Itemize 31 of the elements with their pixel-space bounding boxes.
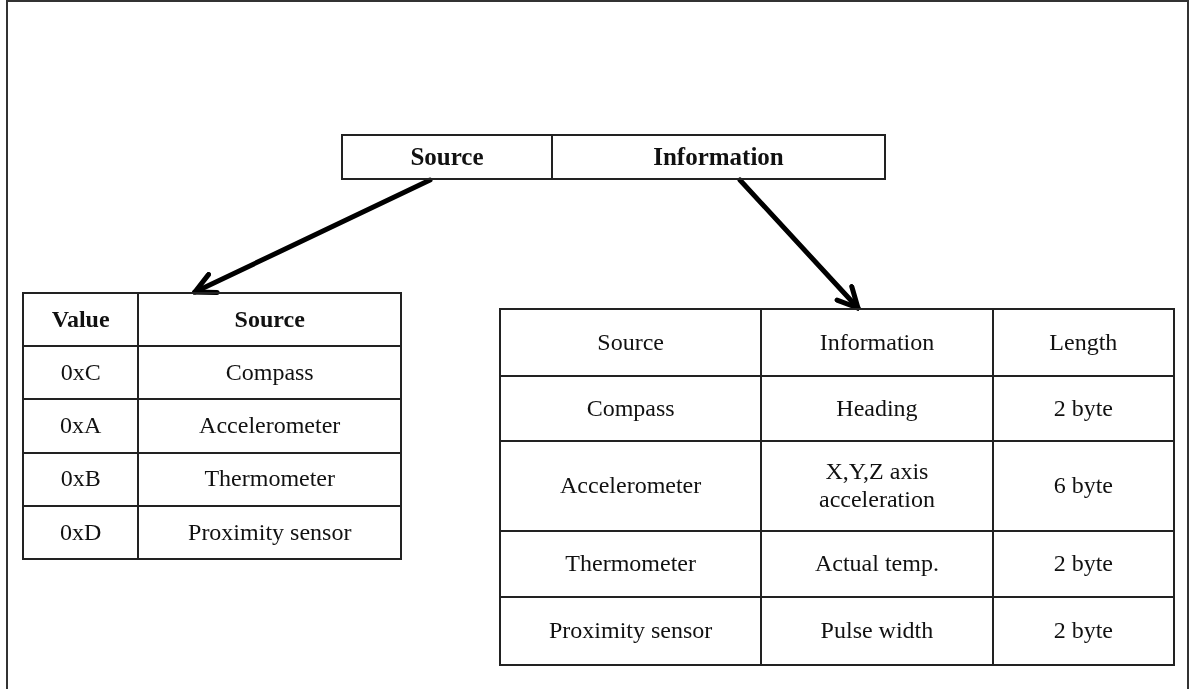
header-cell: Value (23, 293, 139, 347)
table-cell: X,Y,Z axis acceleration (761, 441, 993, 531)
table-cell: Pulse width (761, 597, 993, 665)
table-cell: Compass (138, 346, 401, 400)
table-cell: 6 byte (992, 441, 1174, 531)
data-table (499, 308, 1175, 664)
header-cell: Source (138, 293, 401, 347)
table-cell: Thermometer (138, 452, 401, 506)
table-cell: Source (500, 309, 762, 376)
data-table (22, 292, 402, 560)
table-cell: 2 byte (992, 376, 1174, 441)
table-cell: Proximity sensor (138, 505, 401, 559)
table-cell: Thermometer (500, 531, 762, 597)
table-cell: Accelerometer (500, 441, 762, 531)
arrow (737, 177, 861, 311)
table-cell: 0xA (23, 399, 139, 453)
table-cell: Accelerometer (138, 399, 401, 453)
table-cell: 0xC (23, 346, 139, 400)
table-cell: 2 byte (992, 597, 1174, 665)
table-cell: Length (992, 309, 1174, 376)
table-cell: Heading (761, 376, 993, 441)
table-cell: Proximity sensor (500, 597, 762, 665)
table-cell: Actual temp. (761, 531, 993, 597)
arrow (192, 177, 433, 295)
table-cell: 0xD (23, 505, 139, 559)
header-cell: Source (341, 134, 553, 180)
table-cell: 0xB (23, 452, 139, 506)
table-cell: 2 byte (992, 531, 1174, 597)
table-cell: Compass (500, 376, 762, 441)
table-cell: Information (761, 309, 993, 376)
header-cell: Information (551, 134, 886, 180)
